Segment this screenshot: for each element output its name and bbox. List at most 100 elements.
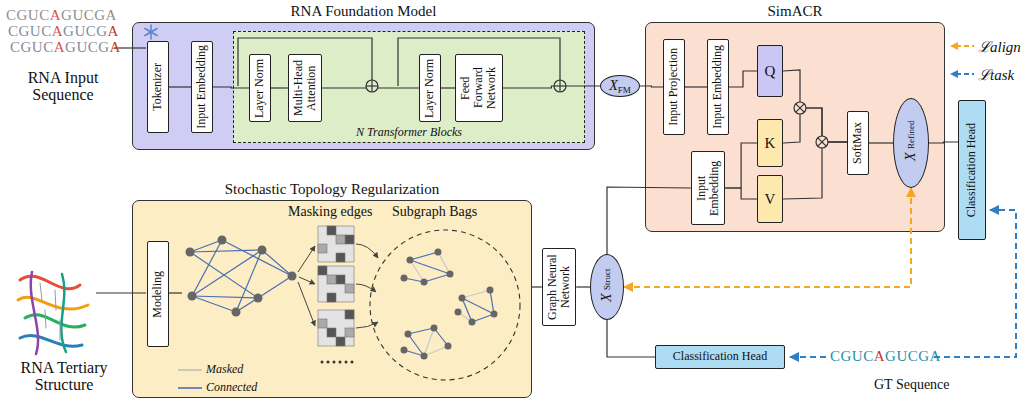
heading-holder: Stochastic Topology Regularization bbox=[133, 181, 531, 198]
sequence-letter: A bbox=[108, 23, 119, 39]
sequence-letter: G bbox=[98, 39, 109, 55]
diagram-part bbox=[405, 331, 412, 338]
structure-caption: RNA Tertiary Structure bbox=[2, 360, 126, 394]
sequence-letter: C bbox=[8, 23, 19, 39]
sequence-letter: C bbox=[6, 7, 17, 23]
sequence-letter: C bbox=[908, 348, 919, 364]
diagram-part bbox=[336, 275, 345, 284]
diagram-part bbox=[232, 308, 241, 317]
diagram-part bbox=[31, 272, 38, 354]
sequence-letter: U bbox=[72, 7, 83, 23]
heading-holder: SimACR bbox=[646, 3, 944, 20]
sequence-letter: G bbox=[96, 23, 107, 39]
diagram-part bbox=[459, 295, 466, 302]
diagram-part bbox=[345, 361, 348, 364]
legend-sample bbox=[950, 40, 974, 52]
diagram-part bbox=[186, 248, 195, 257]
legend-text: ℒalign bbox=[978, 36, 1021, 56]
diagram-part bbox=[45, 310, 46, 328]
label-holder: Tokenizer bbox=[151, 63, 164, 111]
simacr-panel: SimACRInput ProjectionInput EmbeddingQIn… bbox=[645, 22, 945, 232]
diagram-part bbox=[218, 236, 227, 245]
diagram-part bbox=[455, 309, 462, 316]
box-label: Classification Head bbox=[964, 123, 978, 217]
connector bbox=[869, 142, 893, 143]
diagram-part bbox=[339, 361, 342, 364]
sequence-letter: A bbox=[54, 39, 65, 55]
legend-text: ℒtask bbox=[978, 64, 1014, 84]
diagram-part bbox=[96, 292, 146, 293]
diagram-part bbox=[469, 319, 476, 326]
embedding-box: Input Embedding bbox=[191, 41, 213, 133]
sequence-letter: C bbox=[43, 39, 54, 55]
label-holder: Input Embedding bbox=[711, 45, 724, 129]
diagram-part bbox=[554, 80, 566, 92]
diagram-part bbox=[61, 274, 66, 352]
diagram-part bbox=[327, 361, 330, 364]
diagram-part bbox=[327, 226, 336, 235]
box-label: Input Embedding bbox=[194, 45, 208, 129]
label-holder: K bbox=[765, 135, 776, 152]
connector bbox=[532, 286, 542, 287]
diagram-part bbox=[327, 293, 336, 302]
diagram-part bbox=[318, 244, 327, 253]
label-holder: Q bbox=[765, 63, 776, 80]
label-holder: Classification Head bbox=[673, 350, 767, 363]
diagram-part bbox=[366, 80, 378, 92]
label-holder: XStruct bbox=[599, 272, 614, 302]
label-holder: Modeling bbox=[151, 271, 164, 318]
diagram-part bbox=[445, 343, 452, 350]
label-holder: Graph Neural Network bbox=[546, 252, 572, 322]
box-label: Layer Norm bbox=[422, 59, 436, 118]
box-label: Input Embedding bbox=[694, 160, 721, 215]
heading-holder: RNA Foundation Model bbox=[133, 3, 594, 20]
diagram-part bbox=[790, 356, 826, 358]
variable-subscript: Refined bbox=[906, 121, 916, 150]
block-label: N Transformer Blocks bbox=[356, 125, 462, 139]
label-holder: Layer Norm bbox=[423, 59, 436, 118]
sequence-letter: A bbox=[52, 23, 63, 39]
diagram-part bbox=[447, 271, 454, 278]
feature-oval: XStruct bbox=[590, 254, 624, 320]
legend-line bbox=[956, 45, 974, 47]
heading-holder: N Transformer Blocks bbox=[234, 125, 584, 140]
diagram-part bbox=[318, 319, 327, 328]
embedding-box: Input Embedding bbox=[691, 151, 725, 225]
diagram-part bbox=[351, 361, 354, 364]
step-label: Masking edges bbox=[288, 205, 372, 220]
diagram-part bbox=[435, 249, 442, 256]
diagram-part bbox=[258, 246, 267, 255]
variable-symbol: X bbox=[903, 153, 918, 162]
diagram-part bbox=[371, 80, 372, 92]
diagram-part bbox=[336, 337, 345, 346]
classification-head: Classification Head bbox=[655, 345, 785, 369]
sequence-letter: C bbox=[39, 7, 50, 23]
sequence-letter: C bbox=[88, 39, 99, 55]
diagram-part bbox=[327, 328, 336, 337]
sequence-caption: GT Sequence bbox=[874, 378, 950, 393]
sequence-letter: C bbox=[863, 348, 874, 364]
legend-text: Masked bbox=[206, 362, 243, 377]
diagram-part bbox=[401, 275, 408, 282]
label-holder: Feed Forward Network bbox=[459, 58, 499, 118]
diagram-part bbox=[487, 287, 494, 294]
modeling-box: Modeling bbox=[147, 241, 169, 347]
diagram-part bbox=[333, 361, 336, 364]
diagram-part bbox=[318, 266, 354, 302]
sequence-letter: C bbox=[86, 23, 97, 39]
sequence-letter: C bbox=[41, 23, 52, 39]
diagram-part bbox=[20, 336, 82, 347]
diagram-part bbox=[321, 361, 324, 364]
projection-box: Input Projection bbox=[663, 39, 685, 135]
sequence-letter: G bbox=[65, 39, 76, 55]
sequence-letter: G bbox=[63, 23, 74, 39]
sequence-letter: U bbox=[32, 39, 43, 55]
variable-subscript: FM bbox=[618, 85, 631, 95]
embedding-box: Input Embedding bbox=[707, 39, 729, 135]
sequence-letter: A bbox=[874, 348, 885, 364]
input-caption: RNA Input Sequence bbox=[4, 70, 122, 104]
label-holder: Multi-Head Attention bbox=[292, 58, 318, 118]
diagram-part bbox=[318, 226, 354, 262]
legend-sample bbox=[178, 364, 202, 376]
sequence-letter: C bbox=[830, 348, 841, 364]
